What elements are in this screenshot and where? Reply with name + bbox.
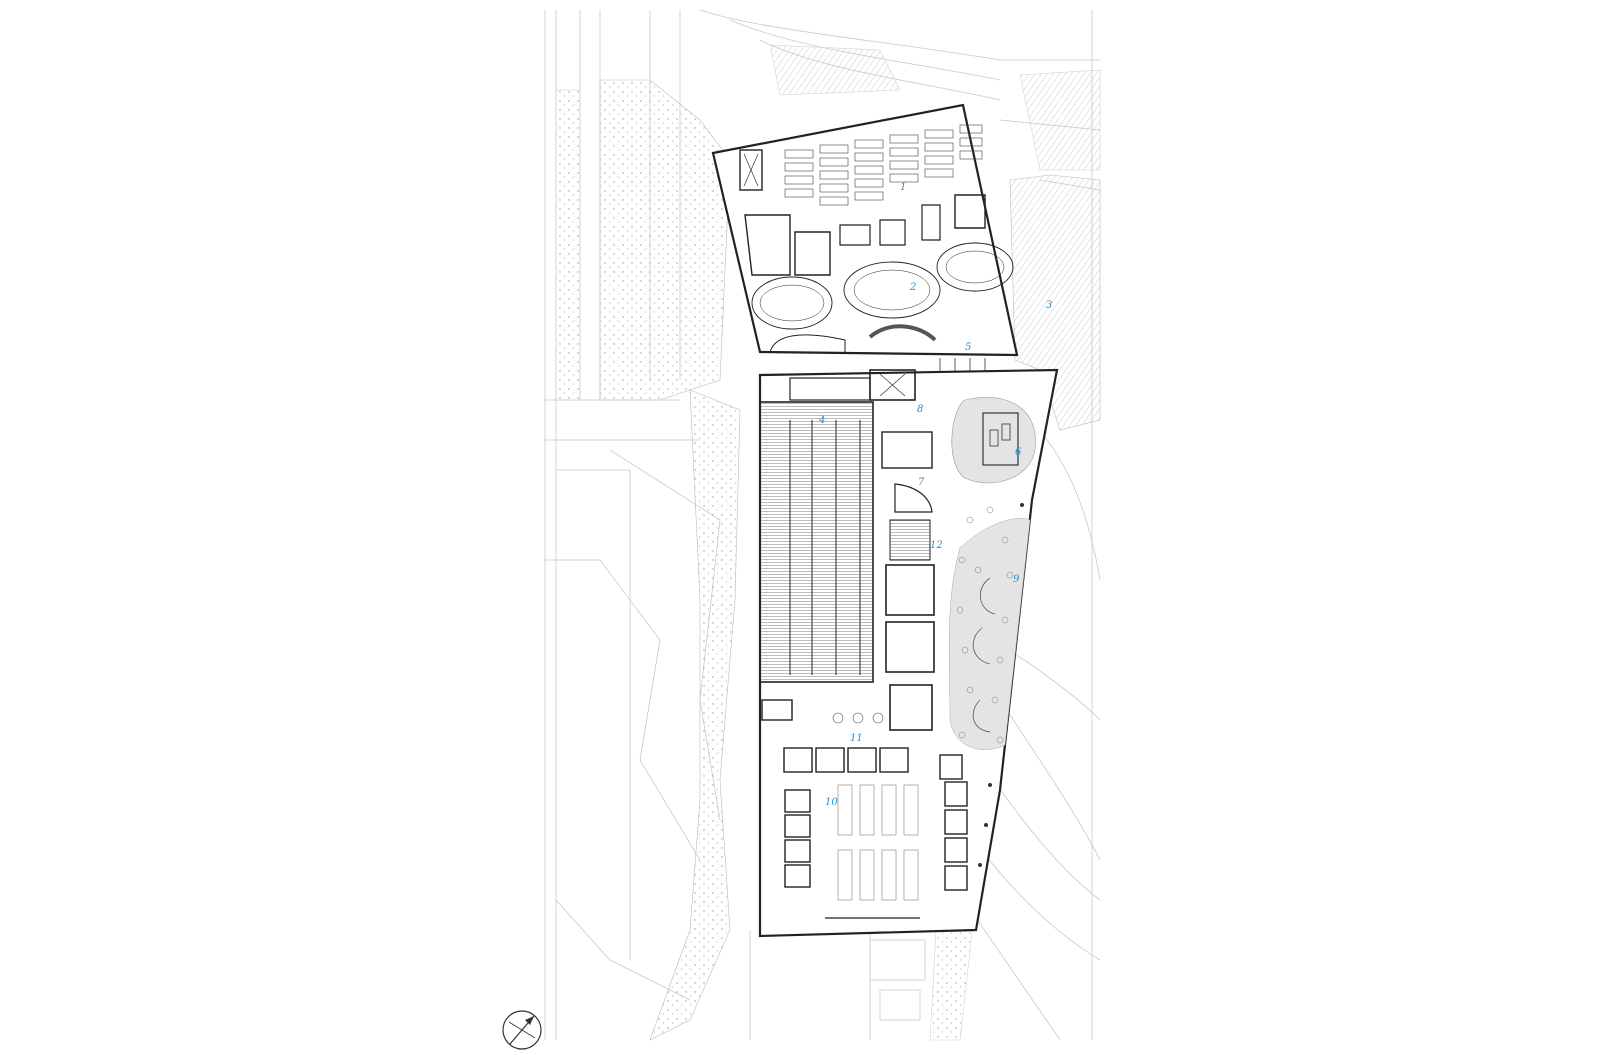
room-label-8: 8: [917, 404, 923, 415]
room-label-1: 1: [900, 182, 906, 193]
north-wing: [711, 103, 1019, 372]
room-label-4: 4: [818, 415, 825, 426]
room-label-10: 10: [825, 797, 838, 808]
room-label-3: 3: [1046, 300, 1052, 311]
lounge-zones: [948, 397, 1036, 750]
room-label-6: 6: [1015, 447, 1022, 458]
room-label-2: 2: [909, 282, 916, 293]
room-label-12: 12: [930, 540, 943, 551]
main-body: [758, 368, 1059, 938]
room-label-9: 9: [1013, 574, 1020, 585]
room-labels: 1 2 3 4 5 6 7 8 9 10 11 12: [818, 182, 1052, 808]
room-label-7: 7: [918, 477, 925, 488]
site-paving: [555, 79, 981, 1041]
north-arrow-icon: [502, 1010, 542, 1050]
room-label-5: 5: [965, 342, 971, 353]
site-hatch: [769, 44, 1101, 431]
room-label-11: 11: [850, 733, 863, 744]
